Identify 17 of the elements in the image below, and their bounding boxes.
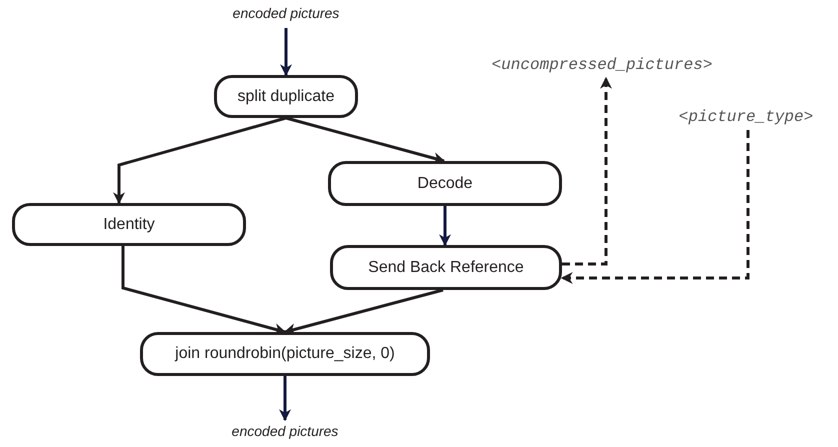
arrow [286,116,446,164]
process-box: Send Back Reference [330,245,562,290]
arrow [280,28,292,76]
data-label: <picture_type> [654,106,838,128]
arrow [279,376,291,422]
flow-label: encoded pictures [225,420,345,442]
arrow [439,206,451,246]
process-box: Decode [328,161,562,206]
arrow [560,130,750,284]
arrow [562,76,612,266]
flow-label: encoded pictures [226,2,346,24]
arrow [113,116,286,204]
process-box: split duplicate [214,75,358,118]
process-box: join roundrobin(picture_size, 0) [140,332,430,376]
data-label: <uncompressed_pictures> [452,54,752,76]
process-box: Identity [12,203,246,246]
arrow [122,246,286,335]
